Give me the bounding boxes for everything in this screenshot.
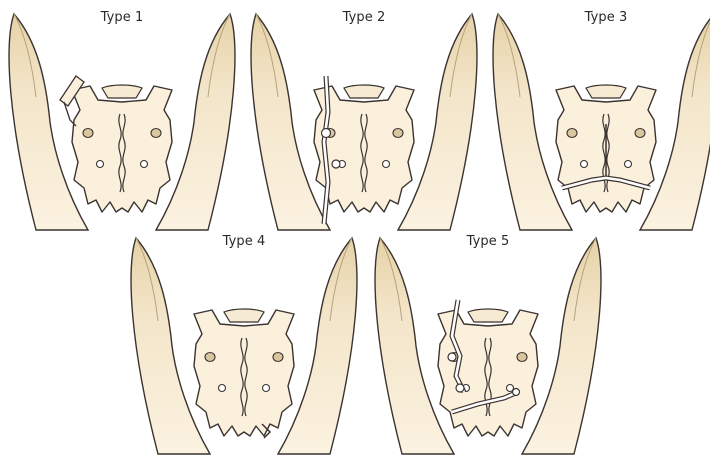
type-3-panel: Type 3 (486, 2, 710, 232)
type-4-diagram (124, 226, 364, 456)
type-2-diagram (244, 2, 484, 232)
panel-label: Type 2 (244, 10, 484, 25)
panel-label: Type 5 (368, 234, 608, 249)
panel-label: Type 4 (124, 234, 364, 249)
fracture-node (332, 160, 340, 168)
panel-label: Type 3 (486, 10, 710, 25)
fracture-node (448, 353, 456, 361)
sacrum (194, 309, 294, 436)
fracture-node (513, 389, 520, 396)
type-1-panel: Type 1 (2, 2, 242, 232)
fracture-node (322, 129, 331, 138)
type-5-panel: Type 5 (368, 226, 608, 456)
type-3-diagram (486, 2, 710, 232)
sacrum (72, 85, 172, 212)
type-4-panel: Type 4 (124, 226, 364, 456)
panel-label: Type 1 (2, 10, 242, 25)
fracture-node (456, 384, 464, 392)
type-1-diagram (2, 2, 242, 232)
type-5-diagram (368, 226, 608, 456)
type-2-panel: Type 2 (244, 2, 484, 232)
